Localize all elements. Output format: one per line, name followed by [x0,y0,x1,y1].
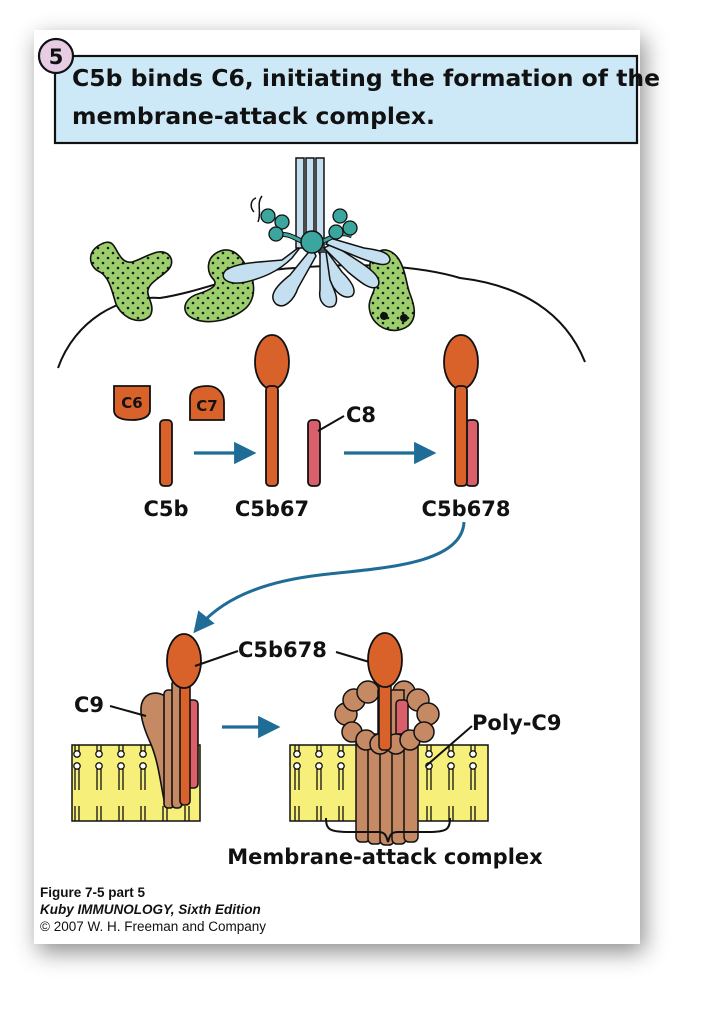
c7-protein: C7 [189,385,225,421]
c5b678-complex-top: C5b678 [422,334,511,521]
mac-brace [325,817,451,843]
mac-pore [334,632,440,846]
c5b678-top-label: C5b678 [422,497,511,521]
c5b-fragment: C5b [143,419,189,521]
antigen-left [89,241,173,322]
antigen-middle [184,249,255,323]
title-line-1: C5b binds C6, initiating the formation o… [72,64,660,92]
c6-label: C6 [121,394,142,412]
c6-protein: C6 [113,385,151,421]
figure-number: Figure 7-5 part 5 [40,885,146,900]
step-number: 5 [49,45,64,69]
c9-label: C9 [74,693,104,717]
poly-c9-label: Poly-C9 [472,711,561,735]
c5b678-bottom-label: C5b678 [238,638,327,662]
c8-label: C8 [346,403,376,427]
c5b67-complex: C5b67 [235,334,309,521]
copyright-line: © 2007 W. H. Freeman and Company [40,919,267,934]
poly-c9-leader [425,725,473,767]
title-box-background [53,54,639,145]
arrow-curve [193,521,466,634]
figure-caption: Figure 7-5 part 5 Kuby IMMUNOLOGY, Sixth… [40,884,266,935]
antibody [222,237,391,308]
c8-protein: C8 [307,403,376,487]
book-title: Kuby IMMUNOLOGY, Sixth Edition [40,902,261,917]
title-box: 5 C5b binds C6, initiating the formation… [37,37,660,145]
c7-label: C7 [196,397,217,415]
mac-label: Membrane-attack complex [227,845,543,869]
title-line-2: membrane-attack complex. [72,102,435,130]
c5b67-label: C5b67 [235,497,309,521]
c9-binding-complex: C9 [74,633,239,809]
c1-complex [250,157,358,254]
c5b-label: C5b [143,497,188,521]
step-badge [37,37,75,75]
